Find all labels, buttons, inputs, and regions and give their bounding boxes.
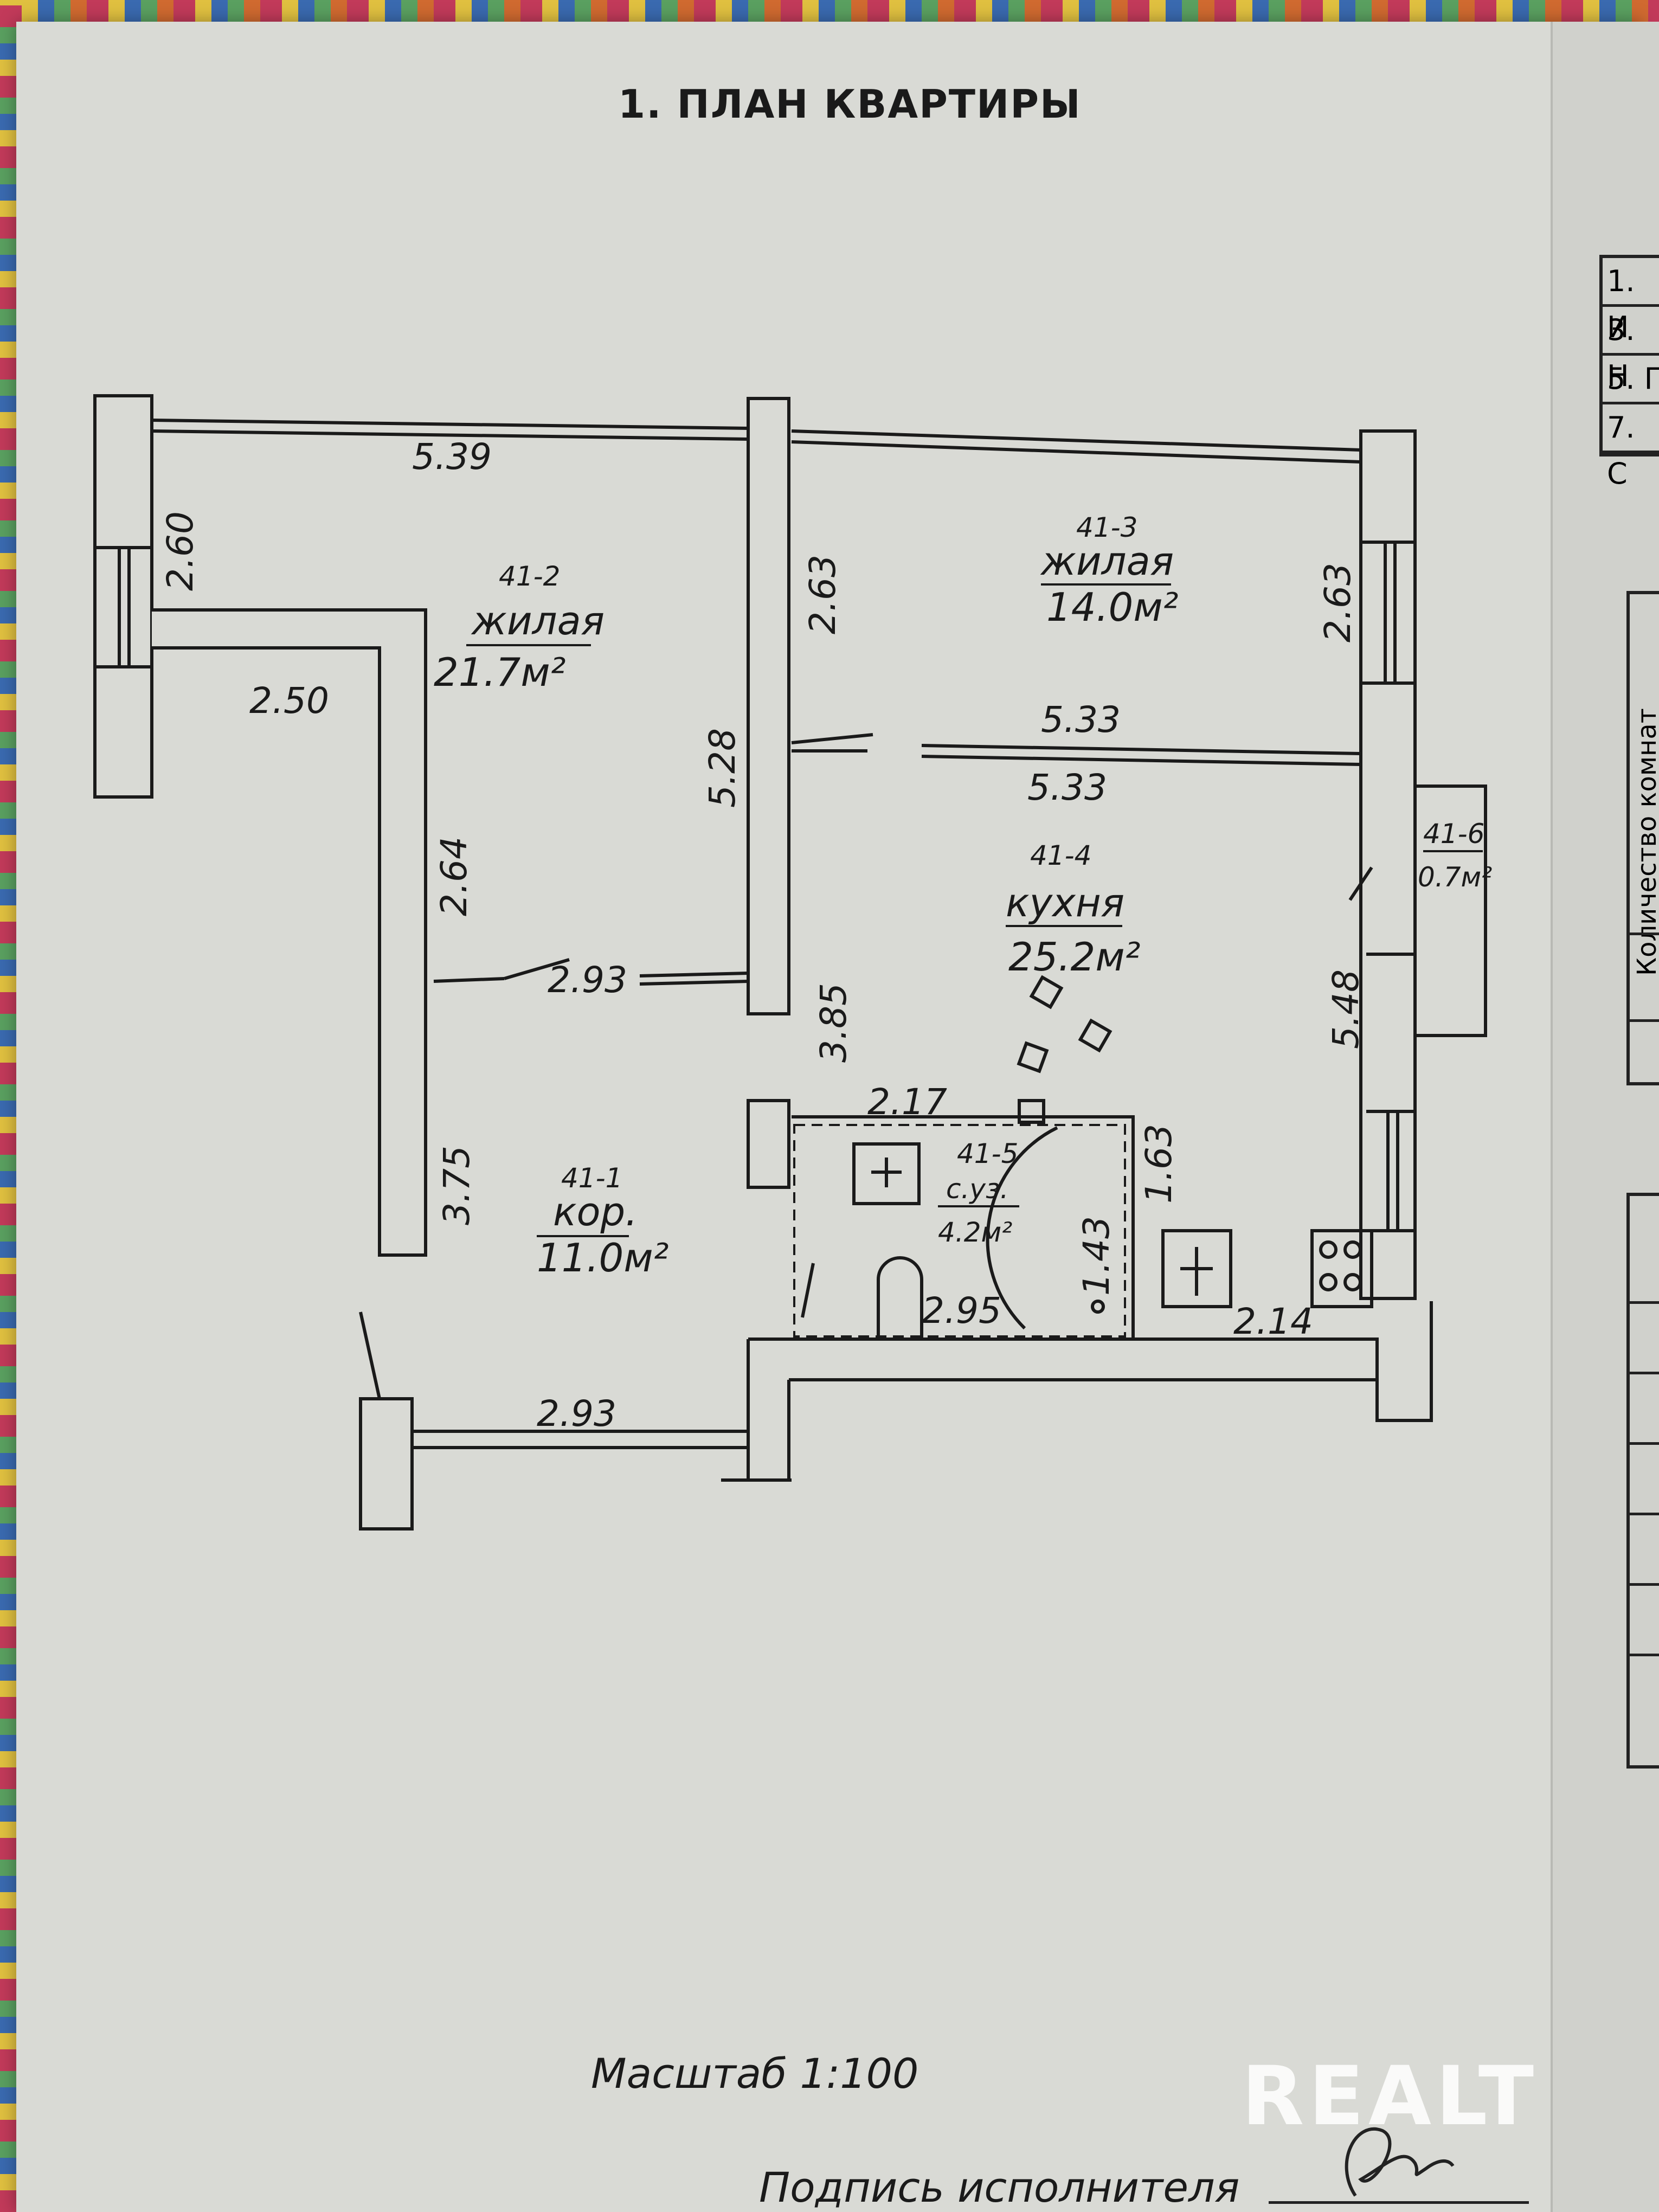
room-number: 41-4 bbox=[1030, 840, 1091, 871]
wall-bottom bbox=[748, 1301, 1433, 1422]
side-table-rule bbox=[1626, 1019, 1659, 1022]
dimension-label: 2.93 bbox=[548, 959, 627, 1001]
side-table-rule bbox=[1626, 1372, 1659, 1374]
side-table-rule bbox=[1626, 1654, 1659, 1656]
wall-mid bbox=[921, 755, 1361, 766]
dimension-label: 2.93 bbox=[537, 1393, 616, 1435]
side-table-rule bbox=[1626, 1583, 1659, 1586]
dimension-label: 5.48 bbox=[1325, 969, 1367, 1049]
stove bbox=[1310, 1229, 1373, 1308]
wall-left-outer bbox=[93, 394, 153, 799]
room-type: жилая bbox=[471, 598, 605, 644]
window-right bbox=[1386, 1110, 1399, 1232]
signature-line bbox=[1269, 2201, 1529, 2204]
wall-entrance bbox=[359, 1397, 414, 1531]
balcony bbox=[1413, 785, 1487, 1037]
dimension-label: 3.85 bbox=[813, 983, 854, 1063]
adjacent-sheet bbox=[1551, 22, 1659, 2212]
wall-partition-l bbox=[152, 608, 427, 1257]
side-table-rule bbox=[1626, 1442, 1659, 1445]
room-area: 14.0м² bbox=[1046, 584, 1179, 630]
room-number: 41-5 bbox=[957, 1138, 1018, 1169]
room-number: 41-2 bbox=[499, 561, 560, 592]
room-area: 25.2м² bbox=[1008, 934, 1141, 980]
wall-corridor bbox=[504, 958, 570, 980]
room-type: с.уз. bbox=[946, 1173, 1008, 1205]
side-table-rule bbox=[1626, 933, 1659, 935]
door-bathroom bbox=[801, 1263, 815, 1318]
dimension-label: 5.39 bbox=[412, 436, 492, 478]
bathroom-wall bbox=[747, 1099, 790, 1189]
room-area: 4.2м² bbox=[938, 1217, 1012, 1248]
wall-corridor bbox=[639, 972, 749, 978]
legend-row: 1. И bbox=[1603, 258, 1659, 344]
kitchen-sink bbox=[1161, 1229, 1232, 1308]
dimension-label: 2.17 bbox=[867, 1081, 947, 1123]
wall-top bbox=[791, 440, 1361, 464]
dimension-label: 1.63 bbox=[1138, 1124, 1180, 1204]
stove-burner bbox=[1343, 1240, 1362, 1259]
legend-row: 5. Г bbox=[1603, 356, 1659, 404]
dimension-label: 2.63 bbox=[802, 555, 844, 634]
toilet bbox=[877, 1256, 923, 1339]
wall-top bbox=[791, 429, 1361, 452]
wall-top bbox=[151, 429, 749, 441]
dimension-label: 2.60 bbox=[159, 511, 201, 591]
stove-burner bbox=[1319, 1273, 1338, 1291]
dimension-label: 1.43 bbox=[1076, 1216, 1117, 1296]
handwritten-signature bbox=[1345, 2127, 1455, 2197]
dimension-label: 2.63 bbox=[1317, 563, 1359, 642]
table-item bbox=[1017, 1041, 1049, 1073]
room-area: 11.0м² bbox=[537, 1235, 669, 1281]
signature-label: Подпись исполнителя bbox=[759, 2163, 1240, 2211]
table-item bbox=[1029, 975, 1064, 1009]
window-right bbox=[1384, 541, 1397, 685]
dimension-label: 2.95 bbox=[922, 1290, 1001, 1332]
room-number: 41-3 bbox=[1076, 512, 1137, 543]
door-entrance bbox=[359, 1311, 381, 1399]
bathroom-inner bbox=[793, 1124, 1126, 1338]
wall-corridor bbox=[433, 977, 505, 983]
side-table bbox=[1626, 591, 1659, 1085]
wall-mid bbox=[921, 744, 1361, 755]
wall-bottom bbox=[747, 1339, 790, 1482]
side-table-lower bbox=[1626, 1193, 1659, 1769]
table-item bbox=[1078, 1018, 1113, 1053]
vent bbox=[1018, 1099, 1045, 1124]
plan-title: 1. ПЛАН КВАРТИРЫ bbox=[618, 81, 1082, 127]
scale-label: Масштаб 1:100 bbox=[591, 2049, 919, 2098]
dimension-label: 5.33 bbox=[1027, 767, 1107, 808]
door-mid bbox=[791, 733, 873, 744]
stove-burner bbox=[1319, 1240, 1338, 1259]
room-type: кор. bbox=[553, 1189, 638, 1234]
dimension-label: 5.33 bbox=[1041, 699, 1121, 741]
legend-row: 7. С bbox=[1603, 404, 1659, 491]
room-number: 41-6 bbox=[1423, 818, 1484, 850]
watermark-logo: REALT bbox=[1242, 2049, 1539, 2144]
wall-top bbox=[151, 419, 749, 430]
drain bbox=[1091, 1300, 1105, 1314]
dimension-label: 2.14 bbox=[1233, 1301, 1313, 1342]
dimension-label: 2.64 bbox=[433, 837, 475, 916]
side-table-rule bbox=[1626, 1301, 1659, 1304]
sink bbox=[852, 1142, 921, 1205]
legend-row: 3. Н bbox=[1603, 307, 1659, 393]
shower-arc bbox=[986, 1126, 1058, 1330]
stove-burner bbox=[1343, 1273, 1362, 1291]
wall-center bbox=[747, 397, 790, 1015]
room-number: 41-1 bbox=[561, 1162, 622, 1194]
room-area: 21.7м² bbox=[434, 650, 566, 695]
room-type: жилая bbox=[1040, 538, 1174, 584]
room-area: 0.7м² bbox=[1418, 861, 1492, 893]
legend-table: 1. И 3. Н 5. Г 7. С bbox=[1599, 255, 1659, 491]
dimension-label: 5.28 bbox=[702, 728, 743, 808]
door-balcony bbox=[1348, 866, 1373, 901]
dimension-label: 3.75 bbox=[436, 1146, 478, 1225]
side-table-rule bbox=[1626, 1513, 1659, 1515]
room-type: кухня bbox=[1006, 880, 1124, 925]
dimension-label: 2.50 bbox=[249, 680, 329, 722]
wall-corridor bbox=[639, 980, 749, 986]
